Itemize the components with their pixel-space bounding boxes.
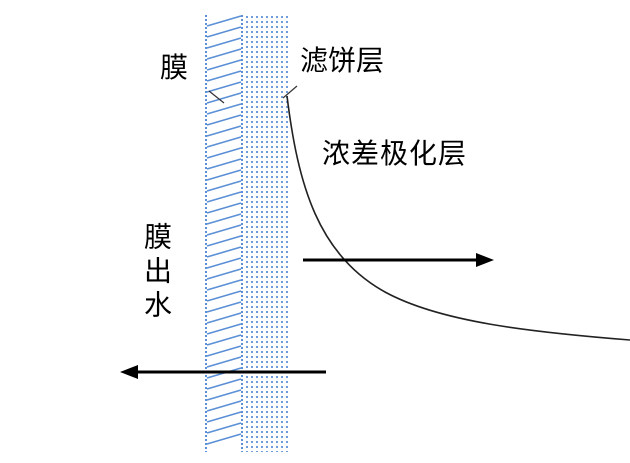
membrane-hatch-line — [206, 70, 242, 82]
membrane-label: 膜 — [160, 51, 189, 84]
membrane-hatch-line — [206, 290, 242, 302]
membrane-hatch-line — [206, 378, 242, 390]
membrane-hatch-line — [206, 15, 242, 27]
membrane-hatch-line — [206, 136, 242, 148]
membrane-hatch-line — [206, 312, 242, 324]
permeate-arrow-left-head — [120, 365, 138, 379]
membrane-hatch-line — [206, 158, 242, 170]
membrane-hatch-line — [206, 59, 242, 71]
membrane-hatch-line — [206, 103, 242, 115]
filter-cake-label: 滤饼层 — [300, 44, 385, 77]
membrane-hatch-line — [206, 345, 242, 357]
membrane-hatch-line — [206, 400, 242, 412]
membrane-hatch-line — [206, 37, 242, 49]
membrane-hatch-line — [206, 202, 242, 214]
membrane-hatch-line — [206, 268, 242, 280]
membrane-hatch-line — [206, 301, 242, 313]
filter-cake-leader-line — [282, 85, 298, 99]
membrane-hatch-line — [206, 246, 242, 258]
membrane-hatch-line — [206, 81, 242, 93]
membrane-hatch-line — [206, 422, 242, 434]
membrane-hatch-line — [206, 235, 242, 247]
membrane-hatch-line — [206, 323, 242, 335]
membrane-hatch-line — [206, 334, 242, 346]
membrane-leader-line — [208, 90, 225, 104]
membrane-hatch-line — [206, 356, 242, 368]
filter-cake-layer — [243, 15, 290, 452]
concentration-polarization-label: 浓差极化层 — [322, 137, 468, 170]
membrane-hatch-line — [206, 169, 242, 181]
membrane-hatch-line — [206, 279, 242, 291]
concentration-polarization-curve — [286, 95, 630, 341]
membrane-hatch-line — [206, 389, 242, 401]
membrane-hatch-line — [206, 411, 242, 423]
membrane-hatch-line — [206, 224, 242, 236]
membrane-hatch-line — [206, 48, 242, 60]
membrane-hatching — [206, 15, 242, 445]
membrane-hatch-line — [206, 125, 242, 137]
flow-arrow-right-head — [476, 253, 494, 267]
membrane-hatch-line — [206, 147, 242, 159]
membrane-hatch-line — [206, 191, 242, 203]
permeate-label: 膜出水 — [140, 222, 173, 324]
membrane-hatch-line — [206, 257, 242, 269]
membrane-hatch-line — [206, 213, 242, 225]
membrane-hatch-line — [206, 433, 242, 445]
membrane-hatch-line — [206, 114, 242, 126]
membrane-hatch-line — [206, 26, 242, 38]
membrane-hatch-line — [206, 180, 242, 192]
membrane-hatch-line — [206, 92, 242, 104]
